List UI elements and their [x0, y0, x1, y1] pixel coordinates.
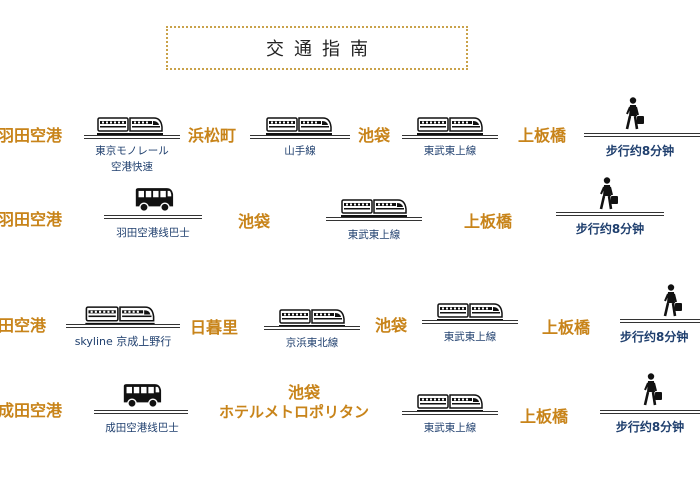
route-line	[84, 135, 180, 139]
origin-station: 羽田空港	[0, 126, 63, 145]
destination-station: 上板橋	[542, 318, 591, 337]
train-icon	[417, 393, 483, 413]
bus-icon	[134, 187, 174, 213]
bus-icon	[122, 383, 162, 409]
origin-station: 成田空港	[0, 401, 63, 420]
walk-label: 步行约8分钟	[575, 222, 645, 236]
title-box: 交通指南	[166, 26, 468, 70]
walker-icon	[598, 177, 618, 211]
transfer-station: 池袋	[288, 383, 321, 402]
route-line	[94, 410, 188, 414]
transfer-station: 日暮里	[190, 318, 239, 337]
train-icon	[437, 302, 503, 322]
route-label: 東武東上線	[423, 145, 477, 157]
train-icon	[417, 116, 483, 136]
walker-icon	[662, 284, 682, 318]
route-line	[402, 135, 498, 139]
transfer-station: 浜松町	[188, 126, 237, 145]
destination-station: 上板橋	[518, 126, 567, 145]
route-line	[250, 135, 350, 139]
route-line	[402, 411, 498, 415]
page-title: 交通指南	[266, 39, 378, 60]
walk-label: 步行约8分钟	[615, 420, 685, 434]
route-label: 山手線	[284, 145, 316, 157]
walk-label: 步行约8分钟	[620, 330, 689, 344]
route-line	[66, 324, 180, 328]
route-label: 京浜東北線	[285, 337, 339, 349]
route-line	[422, 320, 518, 324]
train-icon	[279, 308, 345, 328]
train-icon	[82, 305, 158, 326]
transfer-station-subname: ホテルメトロポリタン	[219, 403, 370, 421]
route-line	[264, 326, 360, 330]
route-line	[104, 215, 202, 219]
route-label: 東武東上線	[347, 229, 401, 241]
route-label: skyline 京成上野行	[74, 335, 172, 348]
destination-station: 上板橋	[464, 212, 513, 231]
train-icon	[97, 116, 163, 136]
walk-line	[556, 212, 664, 216]
train-icon	[266, 116, 332, 136]
route-label: 東武東上線	[443, 331, 497, 343]
walk-line	[584, 133, 700, 137]
route-label: 成田空港线巴士	[105, 422, 179, 434]
transfer-station: 池袋	[375, 316, 408, 335]
route-label: 東京モノレール空港快速	[95, 145, 169, 173]
transfer-station: 池袋	[358, 126, 391, 145]
origin-station: 田空港	[0, 316, 47, 335]
walk-line	[600, 410, 700, 414]
transfer-station: 池袋	[238, 212, 271, 231]
origin-station: 羽田空港	[0, 210, 63, 229]
walker-icon	[642, 373, 662, 407]
walk-label: 步行约8分钟	[605, 144, 675, 158]
route-label: 東武東上線	[423, 422, 477, 434]
train-icon	[341, 198, 407, 218]
route-line	[326, 217, 422, 221]
walk-line	[620, 319, 700, 323]
destination-station: 上板橋	[520, 407, 569, 426]
route-label: 羽田空港线巴士	[116, 227, 190, 239]
walker-icon	[624, 97, 644, 131]
